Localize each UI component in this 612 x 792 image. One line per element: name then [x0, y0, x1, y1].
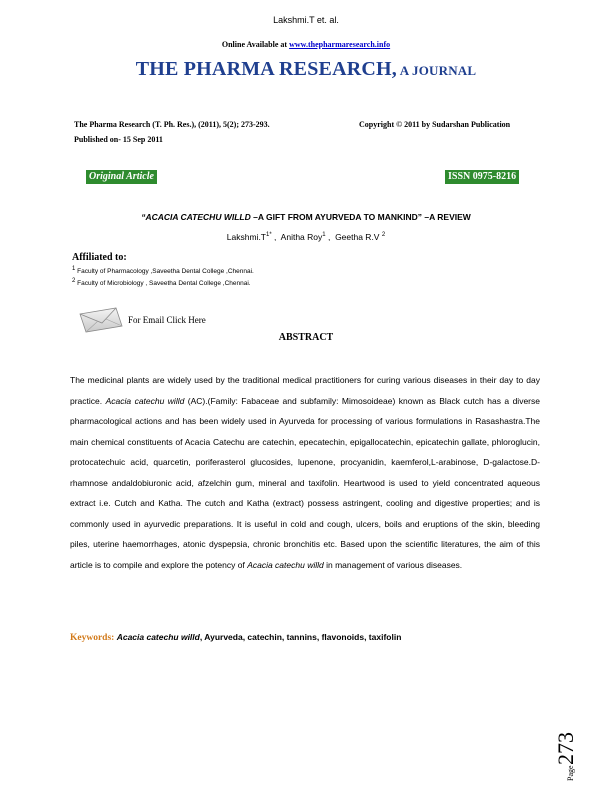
abstract-text: The medicinal plants are widely used by …: [70, 375, 540, 406]
page-number: Page 273: [553, 732, 578, 781]
keywords-line: Keywords: Acacia catechu willd, Ayurveda…: [70, 632, 401, 643]
paper-title: “ACACIA CATECHU WILLD –A GIFT FROM AYURV…: [0, 212, 612, 222]
abstract-species-name: Acacia catechu willd: [247, 559, 324, 570]
affiliation-text: Faculty of Microbiology , Saveetha Denta…: [77, 280, 251, 287]
article-type-badge: Original Article: [86, 170, 157, 184]
author-name: Lakshmi.T: [226, 232, 267, 242]
issn-badge: ISSN 0975-8216: [445, 170, 520, 184]
journal-title-subtitle: A JOURNAL: [396, 63, 477, 78]
abstract-heading: ABSTRACT: [278, 332, 334, 343]
author-affiliation-mark: 2: [381, 232, 386, 239]
author-list: Lakshmi.T1* , Anitha Roy1 , Geetha R.V 2: [226, 232, 386, 242]
abstract-body: The medicinal plants are widely used by …: [70, 370, 540, 575]
author-name: Anitha Roy: [280, 232, 323, 242]
published-date: Published on- 15 Sep 2011: [74, 135, 163, 144]
author-affiliation-mark: 1*: [266, 232, 272, 239]
copyright: Copyright © 2011 by Sudarshan Publicatio…: [359, 120, 511, 129]
keyword-species: Acacia catechu willd: [116, 632, 200, 642]
affiliated-heading: Affiliated to:: [72, 252, 127, 263]
keywords-label: Keywords:: [70, 633, 115, 643]
running-head: Lakshmi.T et. al.: [273, 15, 339, 25]
journal-title: THE PHARMA RESEARCH, A JOURNAL: [0, 58, 612, 81]
abstract-text: (AC).(Family: Fabaceae and subfamily: Mi…: [70, 395, 540, 570]
affiliation-number: 2: [72, 277, 76, 284]
email-link[interactable]: For Email Click Here: [128, 315, 206, 325]
page-number-value: 273: [553, 732, 578, 765]
affiliation-item: 1 Faculty of Pharmacology ,Saveetha Dent…: [72, 265, 254, 275]
affiliation-number: 1: [72, 265, 76, 272]
journal-website-link[interactable]: www.thepharmaresearch.info: [289, 40, 391, 49]
keywords-list: , Ayurveda, catechin, tannins, flavonoid…: [199, 632, 402, 642]
paper-title-rest: –A GIFT FROM AYURVEDA TO MANKIND” –A REV…: [250, 212, 471, 222]
online-availability: Online Available at www.thepharmaresearc…: [0, 40, 612, 49]
page-label: Page: [566, 765, 575, 781]
journal-title-main: THE PHARMA RESEARCH,: [135, 58, 397, 80]
affiliation-text: Faculty of Pharmacology ,Saveetha Dental…: [77, 268, 254, 275]
affiliation-item: 2 Faculty of Microbiology , Saveetha Den…: [72, 277, 251, 287]
citation: The Pharma Research (T. Ph. Res.), (2011…: [74, 120, 270, 129]
abstract-species-name: Acacia catechu willd: [105, 395, 185, 406]
author-name: Geetha R.V: [335, 232, 380, 242]
author-affiliation-mark: 1: [322, 232, 326, 239]
envelope-icon[interactable]: [78, 306, 124, 334]
paper-title-italic: “ACACIA CATECHU WILLD: [141, 212, 251, 222]
online-prefix: Online Available at: [221, 40, 290, 49]
abstract-text: in management of various diseases.: [323, 559, 463, 570]
